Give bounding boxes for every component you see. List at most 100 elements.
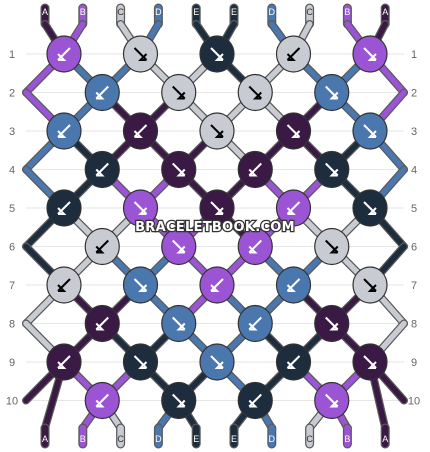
knot [122,266,159,304]
arrow-head-icon [367,53,377,61]
strand-letter: C [117,7,124,17]
arrow-head-icon [248,245,258,254]
strand-letter: A [382,7,388,17]
knot [275,343,312,381]
arrow-head-icon [329,322,339,331]
knot-arrow-icon [57,124,71,138]
arrow-head-icon [248,168,258,177]
knot [161,381,197,420]
strand-letter: D [269,434,276,444]
arrow-head-icon [214,53,224,61]
knot [314,304,350,343]
knot [352,189,388,227]
row-number-right: 4 [411,165,417,177]
knot [275,35,312,73]
knot-arrow-icon [286,124,301,138]
strand-letter: D [155,434,162,444]
knot [199,112,235,150]
knot-arrow-icon [133,278,148,292]
knot [199,35,235,73]
row-number-left: 4 [9,165,15,177]
arrow-head-icon [329,168,339,177]
knot [46,189,82,227]
knot [237,73,273,112]
knot-arrow-icon [363,124,377,138]
knot [161,73,197,112]
knot-arrow-icon [172,85,186,100]
knot [237,304,273,343]
strand-letter: E [231,434,237,444]
knot [46,35,82,73]
knot [352,35,388,73]
strand-letter: D [269,7,276,17]
strand-letter: A [382,434,388,444]
knot-arrow-icon [210,201,224,215]
arrow-head-icon [95,245,105,254]
arrow-head-icon [329,245,339,254]
strand-letter: B [344,434,350,444]
knot [161,227,197,266]
knot-arrow-icon [248,316,262,331]
arrow-head-icon [214,207,224,215]
arrow-head-icon [329,91,339,100]
knot-arrow-icon [363,278,377,292]
knot-grid [46,35,388,420]
row-number-left: 3 [9,126,15,138]
row-number-right: 10 [408,396,420,408]
arrow-head-icon [138,207,148,215]
knot-arrow-icon [133,201,148,215]
knot [352,112,388,150]
knot-arrow-icon [133,124,148,138]
knot [84,150,120,189]
knot-arrow-icon [325,239,339,254]
knot-arrow-icon [286,278,301,292]
arrow-head-icon [95,168,105,177]
watermark: BRACELETBOOK.COM [135,220,295,235]
knot-arrow-icon [286,355,301,369]
row-number-left: 5 [9,203,15,215]
knot-arrow-icon [95,316,109,331]
arrow-head-icon [286,284,296,292]
knot-arrow-icon [95,239,109,254]
arrow-head-icon [57,361,67,369]
knot-arrow-icon [57,201,71,215]
arrow-head-icon [286,361,296,369]
knot-arrow-icon [210,47,224,61]
arrow-head-icon [176,245,186,254]
knot [46,343,82,381]
knot-arrow-icon [57,355,71,369]
arrow-head-icon [248,322,258,331]
arrow-head-icon [176,168,186,177]
knot-arrow-icon [248,239,262,254]
knot-arrow-icon [286,201,301,215]
knot-arrow-icon [325,162,339,177]
knot-arrow-icon [363,201,377,215]
knot [237,227,273,266]
row-number-right: 6 [411,242,417,254]
knot [161,304,197,343]
arrow-head-icon [95,322,105,331]
knot [122,343,159,381]
knot-arrow-icon [325,85,339,100]
strand-letter: A [42,7,48,17]
arrow-head-icon [176,322,186,331]
row-number-right: 8 [411,319,417,331]
knot [275,266,312,304]
strand-letter: B [80,7,86,17]
knot-arrow-icon [248,162,262,177]
strand-letter: A [42,434,48,444]
arrow-head-icon [138,53,148,61]
knot-arrow-icon [95,85,109,100]
knot-arrow-icon [172,239,186,254]
knot [84,304,120,343]
arrow-head-icon [57,53,67,61]
arrow-head-icon [252,91,262,100]
arrow-head-icon [291,130,301,138]
row-number-right: 5 [411,203,417,215]
knot [314,381,350,420]
arrow-head-icon [367,284,377,292]
row-number-right: 7 [411,280,417,292]
